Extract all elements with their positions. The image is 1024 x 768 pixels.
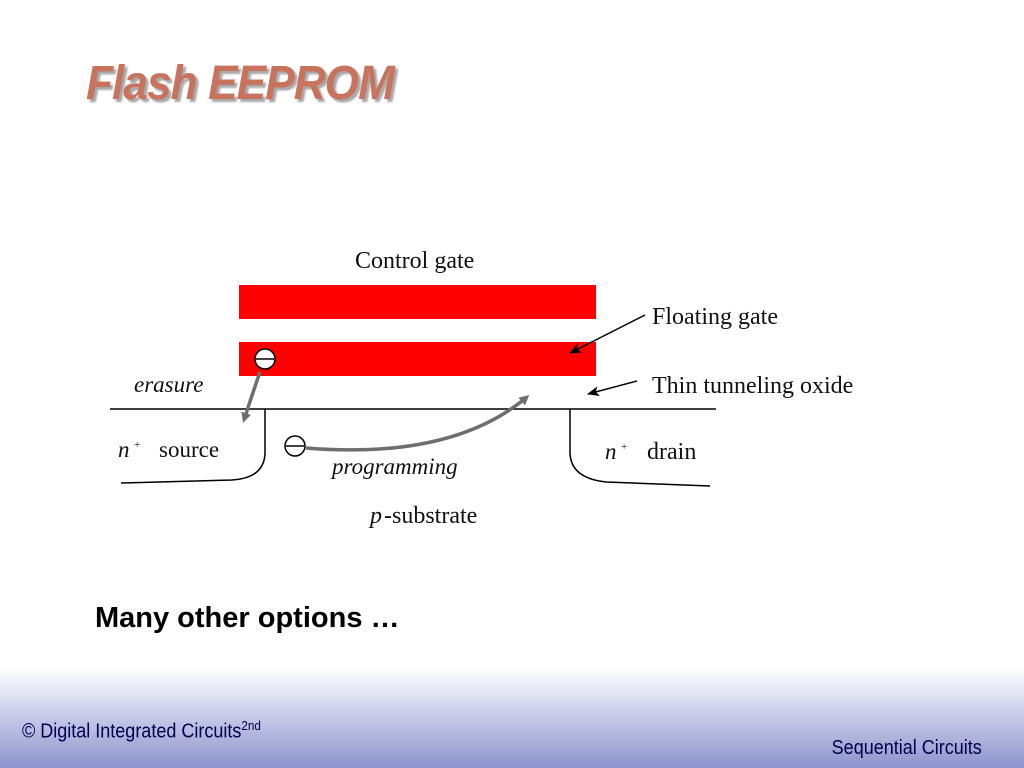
label-source-n: n [118, 437, 130, 462]
oxide-pointer [587, 380, 638, 397]
control-gate [239, 285, 596, 319]
label-floating-gate: Floating gate [652, 304, 778, 330]
electron-icon-floating-gate [254, 348, 276, 370]
label-substrate-p: p [368, 503, 382, 529]
flash-eeprom-diagram: Control gate Floating gate Thin tunnelin… [110, 248, 853, 529]
floating-gate-pointer [569, 314, 646, 354]
source-region-boundary [120, 409, 266, 484]
label-drain-n: n [605, 439, 617, 464]
drain-region-boundary [569, 409, 711, 487]
footer-edition: 2nd [241, 718, 261, 733]
label-drain-n-sup: + [621, 441, 627, 453]
footer-copyright-text: © Digital Integrated Circuits [22, 720, 242, 743]
footer-band [0, 668, 1024, 768]
label-substrate: -substrate [384, 503, 477, 529]
label-programming: programming [330, 454, 458, 479]
label-control-gate: Control gate [355, 248, 474, 274]
label-thin-tunneling-oxide: Thin tunneling oxide [652, 373, 853, 399]
erasure-arrow [241, 371, 262, 423]
label-source-n-sup: + [134, 439, 140, 451]
body-text: Many other options … [95, 602, 400, 634]
footer-section-title: Sequential Circuits [831, 737, 982, 759]
floating-gate [239, 342, 596, 376]
label-source: source [159, 437, 219, 462]
label-drain: drain [647, 439, 696, 465]
programming-arrow [305, 395, 530, 452]
electron-icon-channel [284, 435, 306, 457]
footer-copyright: © Digital Integrated Circuits2nd [22, 718, 261, 744]
label-erasure: erasure [134, 372, 203, 397]
slide-title: Flash EEPROM [86, 57, 395, 110]
